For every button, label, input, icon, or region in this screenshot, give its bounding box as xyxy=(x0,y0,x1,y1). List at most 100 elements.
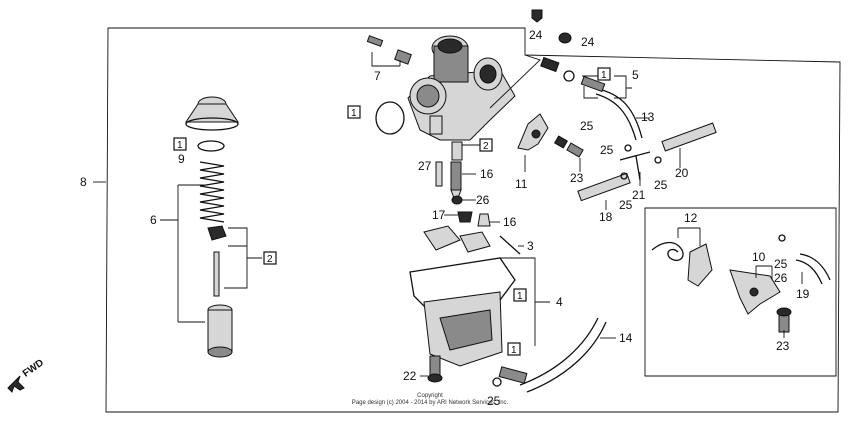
screw-23b xyxy=(776,307,792,333)
label-11: 11 xyxy=(515,177,528,191)
label-13: 13 xyxy=(641,110,655,124)
label-7: 7 xyxy=(374,69,381,83)
label-10: 10 xyxy=(752,250,766,264)
svg-text:2: 2 xyxy=(267,254,273,265)
cap-24 xyxy=(558,32,572,44)
label-26b: 26 xyxy=(774,271,788,285)
label-25d: 25 xyxy=(619,198,633,212)
box-label-2a: 2 xyxy=(263,251,277,265)
label-23a: 23 xyxy=(570,171,584,185)
throttle-spring xyxy=(199,161,225,223)
box-label-1c: 1 xyxy=(597,67,611,81)
jet-needle xyxy=(213,251,220,297)
o-ring xyxy=(375,101,405,135)
box-label-1b: 1 xyxy=(347,105,361,119)
label-4: 4 xyxy=(556,295,563,309)
box-label-1d: 1 xyxy=(513,288,527,302)
tube-19 xyxy=(795,253,831,285)
label-25e: 25 xyxy=(487,394,501,408)
label-23b: 23 xyxy=(776,339,790,353)
label-8: 8 xyxy=(80,175,87,189)
label-21: 21 xyxy=(632,188,646,202)
box-label-1e: 1 xyxy=(507,342,521,356)
leader-10 xyxy=(755,265,773,280)
frame-outline xyxy=(105,27,841,413)
float-pin-3 xyxy=(499,235,521,255)
copyright-line2: Page design (c) 2004 - 2014 by ARI Netwo… xyxy=(351,400,509,406)
label-24b: 24 xyxy=(581,35,595,49)
carburetor-body xyxy=(407,35,516,141)
box-label-1a: 1 xyxy=(173,137,187,151)
label-25b: 25 xyxy=(600,143,614,157)
tube-20 xyxy=(661,122,717,152)
label-25f: 25 xyxy=(774,257,788,271)
label-14: 14 xyxy=(619,331,633,345)
label-26a: 26 xyxy=(476,193,490,207)
label-3: 3 xyxy=(527,239,534,253)
svg-text:1: 1 xyxy=(177,140,183,151)
label-19: 19 xyxy=(796,287,810,301)
float-chamber xyxy=(409,257,516,367)
valve-17 xyxy=(457,211,473,223)
clip-25 xyxy=(624,144,632,152)
throttle-cap xyxy=(185,96,239,131)
label-16a: 16 xyxy=(480,167,494,181)
inset-frame xyxy=(644,207,837,377)
copyright-notice: Copyright Page design (c) 2004 - 2014 by… xyxy=(330,393,530,407)
label-17: 17 xyxy=(432,208,446,222)
jet-16b xyxy=(477,213,491,227)
leader-2-left xyxy=(224,227,262,289)
leader-6 xyxy=(160,184,205,323)
needle-clip xyxy=(207,225,227,241)
float xyxy=(423,225,491,253)
copyright-line1: Copyright xyxy=(417,393,443,399)
svg-text:1: 1 xyxy=(511,345,517,356)
svg-text:1: 1 xyxy=(351,108,357,119)
screw-7 xyxy=(366,35,412,65)
drain-fitting xyxy=(498,366,528,384)
svg-text:1: 1 xyxy=(601,70,607,81)
label-20: 20 xyxy=(675,166,689,180)
svg-text:2: 2 xyxy=(483,141,489,152)
label-12: 12 xyxy=(684,211,698,225)
box-label-2b: 2 xyxy=(479,138,493,152)
tube-18 xyxy=(577,172,631,202)
svg-text:1: 1 xyxy=(517,291,523,302)
leader-7 xyxy=(371,52,401,67)
label-25a: 25 xyxy=(580,119,594,133)
cable-bracket-11 xyxy=(517,113,549,151)
drain-tube-14 xyxy=(519,317,599,386)
label-18: 18 xyxy=(599,210,613,224)
clip-25 xyxy=(654,156,662,164)
leader-12 xyxy=(677,227,701,246)
pilot-jet-27 xyxy=(435,161,443,187)
washer-26 xyxy=(451,195,463,205)
leader-4 xyxy=(500,257,550,346)
main-jet-16 xyxy=(450,161,462,199)
label-6: 6 xyxy=(150,213,157,227)
clip-25 xyxy=(620,172,628,180)
fwd-arrow-icon xyxy=(7,375,25,393)
needle-jet-holder xyxy=(451,141,463,161)
drain-screw-22 xyxy=(427,355,443,383)
label-9: 9 xyxy=(178,152,185,166)
o-ring-9 xyxy=(197,140,225,152)
throttle-return-spring-12 xyxy=(651,241,713,287)
t-joint-21 xyxy=(619,151,651,181)
cap-24 xyxy=(531,9,543,23)
clip-25 xyxy=(778,234,786,242)
label-27: 27 xyxy=(418,159,432,173)
label-24a: 24 xyxy=(529,28,543,42)
screw-23a xyxy=(553,135,584,158)
drain-tube-13 xyxy=(595,93,637,141)
air-screw xyxy=(540,56,606,93)
label-16b: 16 xyxy=(503,215,517,229)
label-5: 5 xyxy=(632,68,639,82)
leader-5 xyxy=(582,75,632,99)
label-25c: 25 xyxy=(654,178,668,192)
leader-carb xyxy=(489,54,541,109)
throttle-valve xyxy=(207,304,233,358)
label-22: 22 xyxy=(403,369,417,383)
